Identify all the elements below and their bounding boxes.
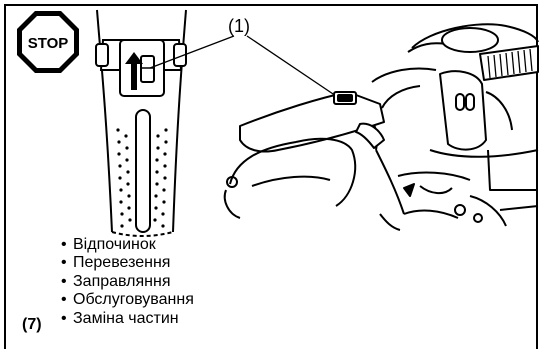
list-item: Обслуговування xyxy=(61,291,194,309)
list-item: Перевезення xyxy=(61,254,194,272)
engine-drawing xyxy=(225,24,538,230)
callout-label: (1) xyxy=(228,16,250,36)
situations-list: Відпочинок Перевезення Заправляння Обслу… xyxy=(61,236,194,328)
list-item: Заправляння xyxy=(61,273,194,291)
stop-sign-label: STOP xyxy=(28,35,69,52)
handle-icon xyxy=(96,10,186,236)
stop-sign-icon: STOP xyxy=(17,11,79,73)
list-item: Заміна частин xyxy=(61,310,194,328)
list-item: Відпочинок xyxy=(61,236,194,254)
step-number: (7) xyxy=(22,316,42,334)
